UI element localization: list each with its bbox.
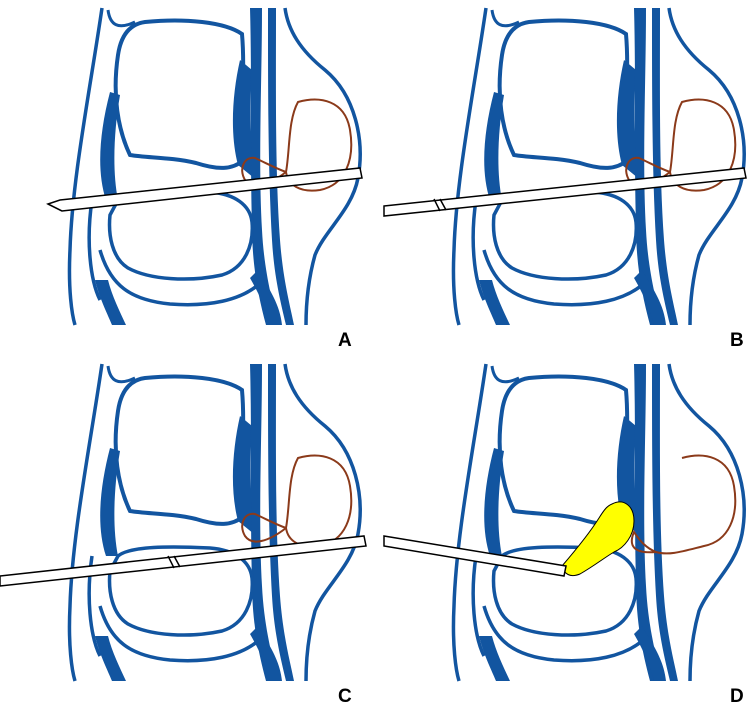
panel-label-d: D bbox=[730, 686, 744, 707]
needle-b bbox=[383, 167, 747, 217]
needle-d bbox=[383, 535, 567, 577]
panel-b: B bbox=[383, 6, 747, 351]
panel-d: D bbox=[383, 362, 747, 707]
panel-c: C bbox=[0, 362, 367, 707]
panel-label-c: C bbox=[338, 686, 352, 707]
knee-anatomy-b bbox=[451, 6, 747, 327]
needle-a bbox=[46, 167, 363, 212]
panel-label-b: B bbox=[730, 330, 744, 351]
needle-c bbox=[0, 535, 367, 587]
filled-defect bbox=[561, 501, 635, 577]
knee-anatomy-a bbox=[67, 6, 363, 327]
panel-label-a: A bbox=[338, 330, 352, 351]
knee-anatomy-c bbox=[67, 362, 363, 683]
panel-a: A bbox=[46, 6, 363, 351]
cyst-outline-d bbox=[630, 454, 737, 555]
